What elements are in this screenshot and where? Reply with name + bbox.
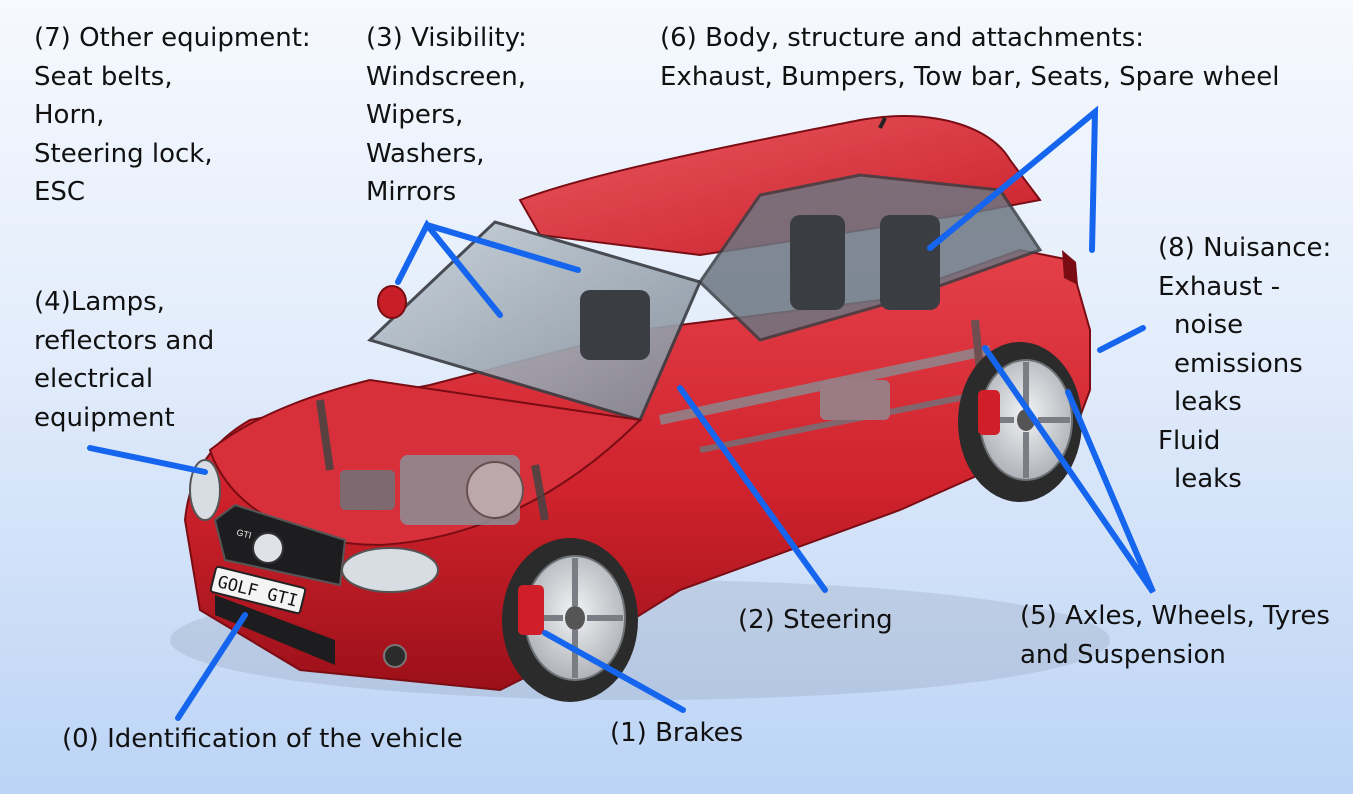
headlight-right [341,547,439,593]
pointer-nuisance [1097,325,1146,353]
label-line: Exhaust - [1158,271,1281,302]
label-item: Exhaust, Bumpers, Tow bar, Seats, Spare … [660,61,1280,92]
label-item: Mirrors [366,177,457,207]
pointer-lamps [87,445,208,475]
label-identification: (0) Identification of the vehicle [62,720,463,759]
label-identification-text: (0) Identification of the vehicle [62,724,463,754]
label-item: Windscreen, [366,61,527,92]
label-line: noise [1174,310,1244,340]
label-item: Wipers, [366,100,464,130]
pointer-lines [87,105,1156,721]
label-item: Seat belts, [34,61,173,92]
pointer-steering [677,385,828,593]
pointer-body [927,105,1099,253]
label-brakes-text: (1) Brakes [610,718,744,748]
side-windows [698,173,1043,342]
label-nuisance-title: (8) Nuisance: [1158,233,1332,263]
label-body-structure: (6) Body, structure and attachments: Exh… [660,19,1279,96]
label-line: equipment [34,402,175,433]
pointer-identification [175,612,248,721]
label-line: and Suspension [1020,639,1226,670]
label-axles: (5) Axles, Wheels, Tyres and Suspension [1020,597,1330,674]
label-line: electrical [34,364,154,394]
headlight-left [189,459,221,521]
label-other-equipment-title: (7) Other equipment: [34,23,311,53]
label-line: Fluid [1158,425,1221,456]
label-nuisance: (8) Nuisance: Exhaust - noise emissions … [1158,229,1331,499]
front-wheel [502,538,638,702]
label-body-structure-title: (6) Body, structure and attachments: [660,23,1145,53]
label-steering-text: (2) Steering [738,605,893,635]
label-item: Steering lock, [34,138,213,169]
label-visibility-title: (3) Visibility: [366,23,527,53]
pointer-visibility [395,219,581,318]
car-illustration: GTI GOLF GTI [170,115,1110,702]
label-item: Washers, [366,138,485,169]
label-line: emissions [1174,348,1303,379]
label-lamps: (4)Lamps, reflectors and electrical equi… [34,283,214,437]
label-line: leaks [1174,464,1242,494]
label-item: ESC [34,177,86,207]
label-steering: (2) Steering [738,601,893,640]
vw-badge [252,532,284,564]
grille-badge: GTI [236,527,253,540]
pointer-axles [982,345,1156,594]
engine-bay [316,399,549,525]
label-line: (4)Lamps, [34,287,165,317]
label-brakes: (1) Brakes [610,714,743,753]
label-item: Horn, [34,100,105,130]
label-visibility: (3) Visibility: Windscreen, Wipers, Wash… [366,19,527,212]
label-line: leaks [1174,387,1242,417]
wing-mirror [377,285,407,319]
label-line: reflectors and [34,325,215,356]
rear-wheel [958,342,1082,502]
label-line: (5) Axles, Wheels, Tyres [1020,601,1330,631]
label-other-equipment: (7) Other equipment: Seat belts, Horn, S… [34,19,311,212]
pointer-brakes [542,630,686,713]
